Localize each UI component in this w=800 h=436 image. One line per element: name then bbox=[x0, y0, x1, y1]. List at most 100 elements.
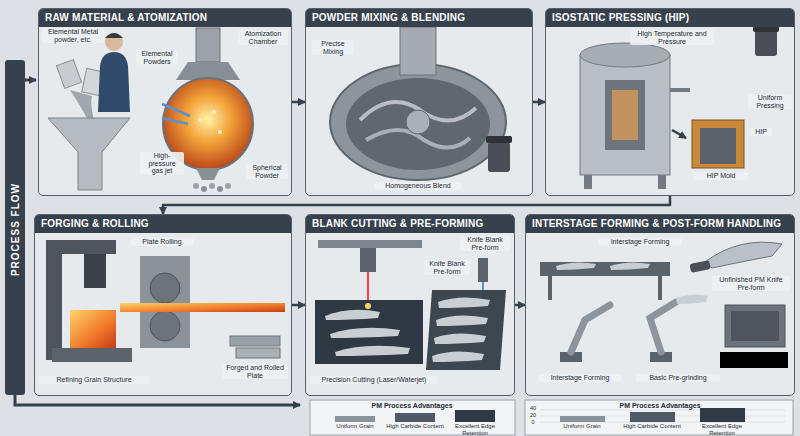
callout-label: PM Process Advantages bbox=[337, 402, 487, 410]
forging-illustration-circle bbox=[150, 273, 180, 303]
panel-ground-rect bbox=[545, 8, 795, 196]
mixer-illustration-rect bbox=[400, 27, 436, 75]
callout-label: Knife Blank Pre-form bbox=[460, 236, 510, 251]
cutting-illustration-path bbox=[436, 315, 488, 326]
process-flow-bar-path bbox=[15, 395, 300, 405]
hip-illustration-rect bbox=[692, 120, 744, 168]
cutting-illustration-path bbox=[426, 290, 506, 370]
forming-illustration-path bbox=[650, 302, 676, 352]
atomization-illustration-path bbox=[162, 104, 190, 124]
forming-illustration-rect bbox=[731, 311, 779, 341]
callout-label: Spherical Powder bbox=[246, 164, 288, 179]
callout-label: Precise Mixing bbox=[312, 40, 354, 55]
cutting-illustration-path bbox=[335, 346, 410, 356]
atomization-illustration-circle bbox=[193, 183, 199, 189]
advantage-chart-rect bbox=[455, 410, 495, 422]
callout-label: High Temperature and Pressure bbox=[630, 30, 714, 45]
advantage-chart-rect bbox=[525, 400, 793, 435]
advantage-chart-rect bbox=[700, 408, 745, 422]
advantage-chart-rect bbox=[335, 416, 375, 422]
cutting-illustration-rect bbox=[315, 300, 423, 364]
hip-illustration-rect bbox=[605, 80, 645, 150]
callout-label: High-pressure gas jet bbox=[140, 152, 184, 175]
cutting-illustration-path bbox=[325, 310, 380, 320]
flow-arrow bbox=[515, 304, 525, 307]
forging-illustration-rect bbox=[236, 348, 280, 358]
cutting-illustration-path bbox=[367, 272, 369, 304]
forming-illustration-path bbox=[610, 262, 650, 270]
atomization-illustration-path bbox=[98, 52, 130, 112]
forming-illustration-rect bbox=[720, 352, 788, 368]
callout-label: Basic Pre-grinding bbox=[636, 374, 720, 382]
forging-illustration-rect bbox=[230, 336, 280, 346]
mixer-illustration-circle bbox=[406, 110, 430, 134]
atomization-illustration-path bbox=[48, 118, 130, 190]
forging-illustration bbox=[46, 240, 285, 362]
forging-illustration-rect bbox=[84, 254, 106, 288]
atomization-illustration-path bbox=[70, 90, 94, 120]
hip-illustration-rect bbox=[700, 128, 736, 164]
panel-title: POWDER MIXING & BLENDING bbox=[306, 9, 532, 27]
atomization-illustration-circle bbox=[212, 110, 216, 114]
callout-label: Excellent Edge Retention bbox=[687, 423, 757, 436]
flow-arrow bbox=[163, 196, 670, 214]
callout-label: 20 bbox=[527, 412, 539, 418]
cutting-illustration-circle bbox=[365, 303, 371, 309]
forging-illustration-rect bbox=[140, 256, 190, 348]
callout-label: Uniform Grain bbox=[547, 423, 617, 430]
callout-label: HIP Mold bbox=[694, 172, 748, 180]
callout-label: Excellent Edge Retention bbox=[442, 423, 508, 436]
forming-illustration bbox=[540, 242, 788, 368]
callout-label: Homogeneous Blend bbox=[374, 182, 462, 190]
panel-title: ISOSTATIC PRESSING (HIP) bbox=[546, 9, 794, 27]
atomization-illustration-path bbox=[105, 33, 123, 38]
forging-illustration-rect bbox=[120, 303, 285, 312]
panel-ground-rect bbox=[525, 214, 795, 396]
forming-illustration-path bbox=[676, 294, 708, 304]
forming-illustration-rect bbox=[540, 262, 670, 276]
panel-title: BLANK CUTTING & PRE-FORMING bbox=[306, 215, 514, 233]
advantage-chart-rect bbox=[630, 412, 675, 422]
atomization-illustration-rect bbox=[56, 60, 81, 89]
forging-illustration-rect bbox=[70, 310, 116, 348]
process-flow-bar-rect bbox=[5, 60, 25, 395]
forming-illustration-rect bbox=[689, 260, 710, 273]
panel-title: RAW MATERIAL & ATOMIZATION bbox=[39, 9, 291, 27]
callout-label: Interstage Forming bbox=[538, 374, 622, 382]
flow-arrow bbox=[533, 101, 545, 104]
cutting-illustration-rect bbox=[478, 258, 488, 282]
panel-ground-rect bbox=[34, 214, 292, 396]
callout-label: Uniform Pressing bbox=[748, 94, 792, 109]
cutting-illustration-path bbox=[438, 297, 490, 308]
forming-illustration-path bbox=[705, 242, 782, 268]
hip-illustration-rect bbox=[658, 175, 666, 189]
callout-label: Uniform Grain bbox=[322, 423, 388, 430]
atomization-illustration-circle bbox=[217, 186, 223, 192]
callout-label: 0 bbox=[527, 419, 539, 425]
mixer-illustration-ellipse bbox=[346, 78, 490, 170]
forming-illustration-path bbox=[571, 305, 610, 352]
callout-label: 40 bbox=[527, 405, 539, 411]
forging-illustration-rect bbox=[52, 348, 132, 362]
hip-illustration-path bbox=[670, 88, 690, 92]
process-flow-bar bbox=[5, 60, 300, 405]
atomization-illustration-circle bbox=[225, 183, 231, 189]
forming-illustration-path bbox=[550, 276, 660, 300]
callout-label: Forged and Rolled Plate bbox=[222, 364, 288, 379]
atomization-illustration bbox=[48, 28, 253, 192]
cutting-illustration-rect bbox=[318, 240, 422, 248]
forming-illustration-path bbox=[556, 262, 596, 270]
panel-ground-rect bbox=[305, 8, 533, 196]
hip-illustration-rect bbox=[584, 175, 592, 189]
hip-illustration-rect bbox=[580, 55, 670, 175]
callout-label: Refining Grain Structure bbox=[38, 376, 150, 384]
hip-illustration-ellipse bbox=[580, 43, 670, 67]
callout-label: High Carbide Content bbox=[382, 423, 448, 430]
callout-label: Precision Cutting (Laser/Waterjet) bbox=[310, 376, 438, 384]
hip-illustration-rect bbox=[612, 90, 638, 140]
cutting-illustration-path bbox=[432, 351, 484, 362]
callout-label: Elemental Metal powder, etc. bbox=[42, 28, 104, 43]
mixer-illustration-rect bbox=[488, 142, 510, 172]
callout-label: High Carbide Content bbox=[617, 423, 687, 430]
flow-arrow bbox=[292, 304, 305, 307]
